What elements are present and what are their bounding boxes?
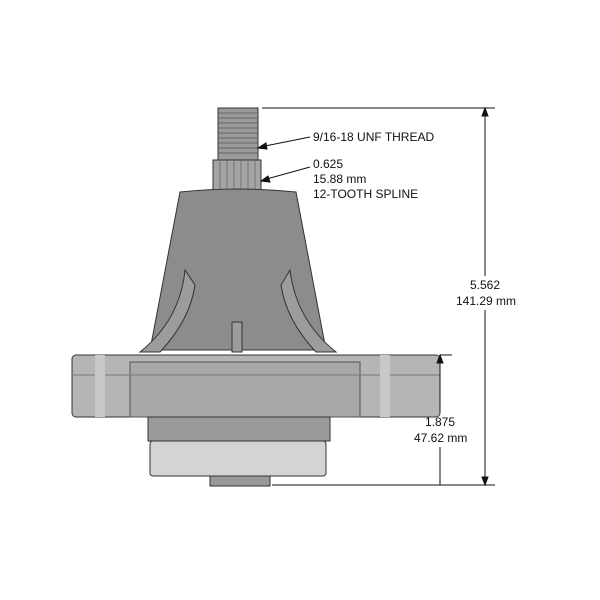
housing-cone — [149, 188, 327, 351]
dimension-lines — [256, 106, 495, 487]
shaft-bottom — [209, 475, 271, 487]
flange — [71, 354, 441, 418]
lower-height-mm: 47.62 mm — [414, 431, 468, 445]
overall-height-inch: 5.562 — [470, 278, 501, 292]
spline-inch-callout: 0.625 — [313, 157, 344, 171]
threaded-shaft — [217, 107, 259, 163]
spline-desc-callout: 12-TOOTH SPLINE — [313, 187, 419, 201]
bearing-housing — [147, 416, 331, 442]
thread-callout: 9/16-18 UNF THREAD — [313, 130, 435, 144]
spline-mm-callout: 15.88 mm — [313, 172, 367, 186]
overall-height-mm: 141.29 mm — [456, 294, 517, 308]
lower-height-inch: 1.875 — [425, 415, 456, 429]
housing-ribs — [138, 268, 338, 353]
pulley — [149, 440, 327, 477]
